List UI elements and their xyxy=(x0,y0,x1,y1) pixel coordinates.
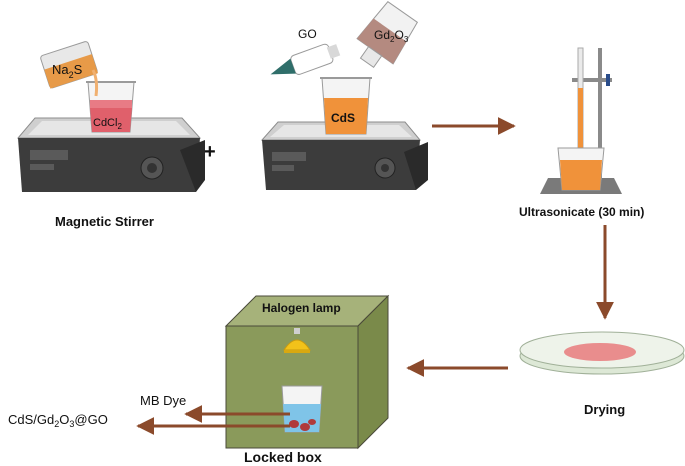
beaker-cdcl2 xyxy=(86,81,136,133)
halogen-lamp-label: Halogen lamp xyxy=(262,301,341,315)
mb-dye-label: MB Dye xyxy=(140,393,186,408)
product-label: CdS/Gd2O3@GO xyxy=(8,412,108,429)
gd2o3-flask xyxy=(356,0,419,69)
halogen-lamp-icon xyxy=(283,328,311,353)
na2s-label: Na2S xyxy=(52,62,83,80)
gd2o3-label: Gd2O3 xyxy=(374,28,409,44)
magnetic-stirrer-caption: Magnetic Stirrer xyxy=(55,214,154,229)
na2s-pour-cup xyxy=(40,41,98,89)
cdcl2-label: CdCl2 xyxy=(93,117,122,131)
stirrer-display xyxy=(30,150,68,160)
petri-dish xyxy=(519,331,685,375)
go-dropper xyxy=(270,43,341,75)
magnetic-stirrer-2 xyxy=(260,0,428,190)
go-label: GO xyxy=(298,27,317,41)
beaker-cds xyxy=(320,77,372,135)
cds-label: CdS xyxy=(331,111,355,125)
ultrasonicate-setup xyxy=(540,47,622,194)
ultrasonicate-label: Ultrasonicate (30 min) xyxy=(519,205,644,219)
locked-box-label: Locked box xyxy=(244,449,322,465)
magnetic-stirrer-1 xyxy=(16,41,205,192)
locked-box xyxy=(224,294,390,450)
dried-powder xyxy=(564,343,636,361)
plus-sign: + xyxy=(204,141,216,163)
beaker-mb-dye xyxy=(281,385,323,433)
drying-label: Drying xyxy=(584,402,625,417)
